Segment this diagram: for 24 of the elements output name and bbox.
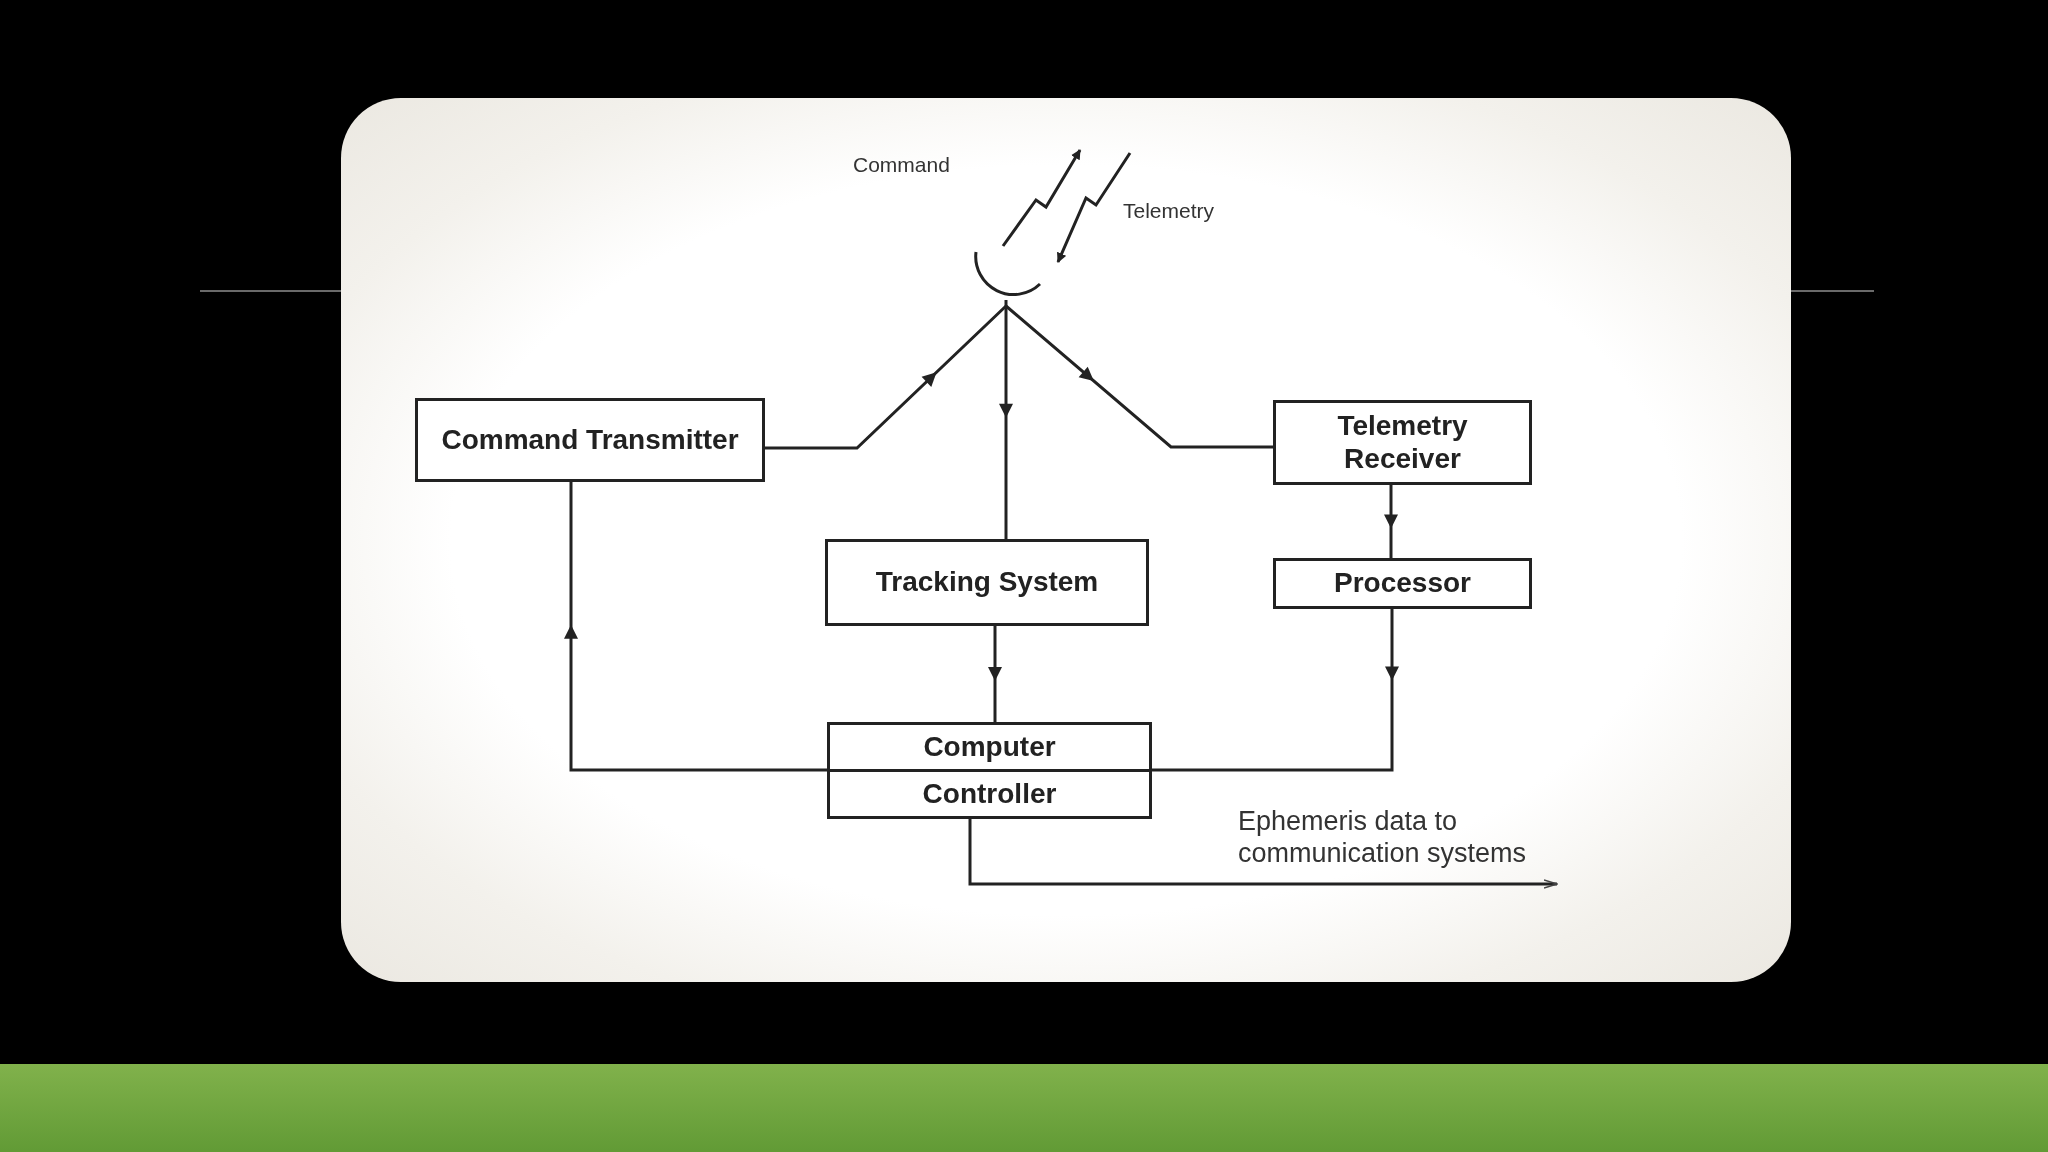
process-box [827, 722, 1152, 819]
box-label: Processor [1333, 566, 1472, 601]
arrow [765, 304, 1008, 450]
signal-arrow [1056, 152, 1132, 263]
process-box [1273, 400, 1532, 485]
edge-label: Telemetry [1123, 198, 1215, 224]
box-label: Controller [830, 769, 1149, 816]
box-label: Tracking System [874, 565, 1100, 600]
process-box [1273, 558, 1532, 609]
signal-arrow [968, 819, 1558, 889]
box-label: Telemetry Receiver [1336, 409, 1469, 476]
process-box [825, 539, 1149, 626]
arrow [564, 482, 827, 772]
arrow [1152, 609, 1399, 772]
arrow [999, 306, 1013, 539]
box-label: Computer [922, 729, 1057, 764]
arrow [1005, 304, 1273, 449]
process-box [415, 398, 765, 482]
edge-label: Command [853, 152, 950, 178]
arrow [1384, 485, 1398, 558]
signal-arrow [1001, 149, 1082, 247]
edge-label: Ephemeris data to communication systems [1238, 805, 1528, 870]
arrow [988, 626, 1002, 722]
box-label: Command Transmitter [440, 422, 740, 457]
